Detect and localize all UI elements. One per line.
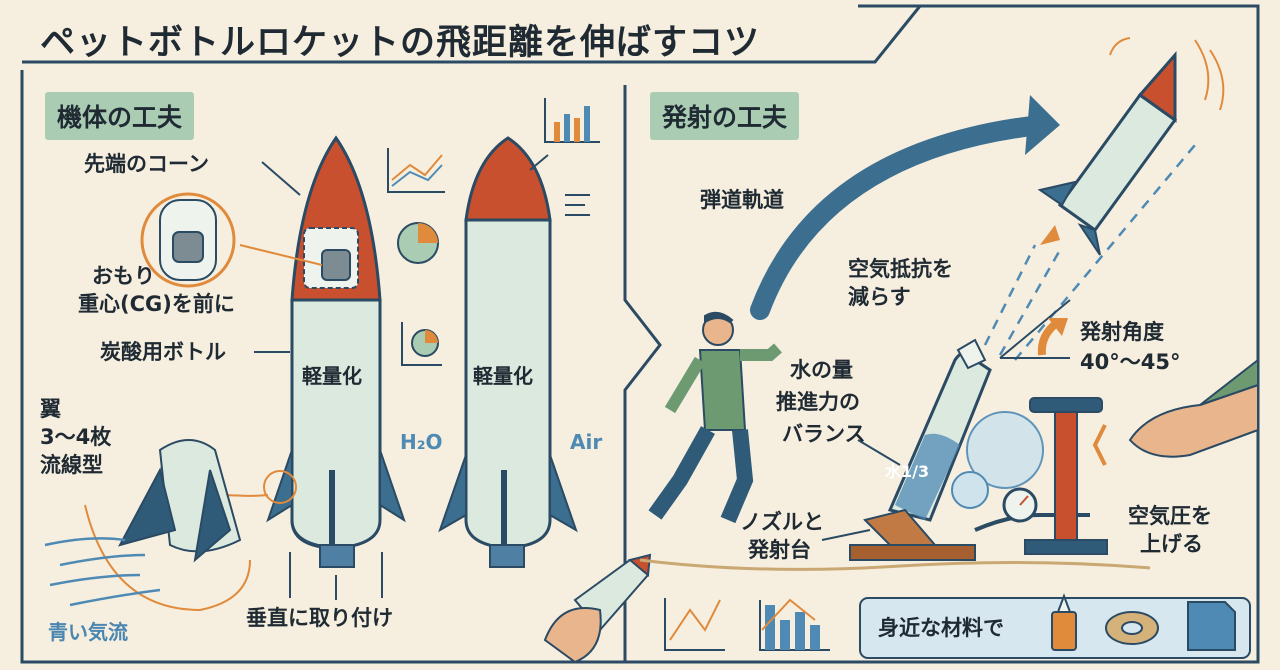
section-heading-airframe: 機体の工夫 bbox=[45, 92, 195, 140]
trajectory-arrow bbox=[750, 115, 1050, 320]
flying-rocket bbox=[1037, 37, 1225, 256]
nose-cone-label: 先端のコーン bbox=[84, 152, 209, 176]
water-ratio-label: 水1/3 bbox=[885, 462, 930, 481]
fin-closeup bbox=[118, 439, 242, 563]
vertical-mount-label: 垂直に取り付け bbox=[246, 606, 393, 630]
section-divider bbox=[623, 85, 662, 662]
bottle-label: 炭酸用ボトル bbox=[100, 340, 226, 364]
center-of-gravity-label: 重心(CG)を前に bbox=[78, 292, 235, 316]
launch-bottle bbox=[887, 338, 992, 522]
runner-figure bbox=[648, 311, 782, 524]
fins-count-label: 3〜4枚 bbox=[40, 425, 112, 449]
nozzle-label: ノズルと bbox=[740, 510, 824, 534]
pressure-label-1: 空気圧を bbox=[1128, 504, 1212, 528]
drag-label-1: 空気抵抗を bbox=[848, 257, 953, 281]
fins-label: 翼 bbox=[40, 397, 61, 421]
water-amount-label: 水の量 bbox=[790, 358, 853, 382]
launch-pad-label: 発射台 bbox=[748, 538, 811, 562]
hand-rocket-decor bbox=[543, 553, 652, 664]
glue-icon bbox=[1051, 593, 1077, 651]
rocket-lightweight bbox=[438, 136, 578, 568]
trajectory-label: 弾道軌道 bbox=[700, 188, 784, 212]
chart-decor bbox=[387, 98, 830, 651]
airflow-label: 青い気流 bbox=[48, 620, 128, 644]
airflow-arrows bbox=[44, 537, 161, 607]
air-pump bbox=[1002, 397, 1108, 555]
lightweight-label-1: 軽量化 bbox=[302, 364, 362, 388]
balance-label: バランス bbox=[782, 422, 866, 446]
page-title: ペットボトルロケットの飛距離を伸ばすコツ bbox=[40, 23, 761, 63]
rocket-with-nose-cone bbox=[266, 135, 406, 568]
weight-label: おもり bbox=[92, 264, 155, 288]
pressure-label-2: 上げる bbox=[1140, 532, 1203, 556]
paper-icon bbox=[1187, 601, 1236, 651]
h2o-label: H₂O bbox=[400, 430, 443, 454]
tape-icon bbox=[1105, 611, 1159, 645]
section-heading-launch: 発射の工夫 bbox=[650, 92, 800, 140]
lightweight-label-2: 軽量化 bbox=[473, 364, 533, 388]
thrust-label: 推進力の bbox=[776, 390, 860, 414]
angle-value: 40°〜45° bbox=[1080, 350, 1181, 374]
air-label: Air bbox=[570, 430, 603, 454]
drag-label-2: 減らす bbox=[848, 285, 911, 309]
fins-shape-label: 流線型 bbox=[40, 453, 103, 477]
angle-label: 発射角度 bbox=[1080, 320, 1164, 344]
materials-label: 身近な材料で bbox=[878, 616, 1004, 640]
